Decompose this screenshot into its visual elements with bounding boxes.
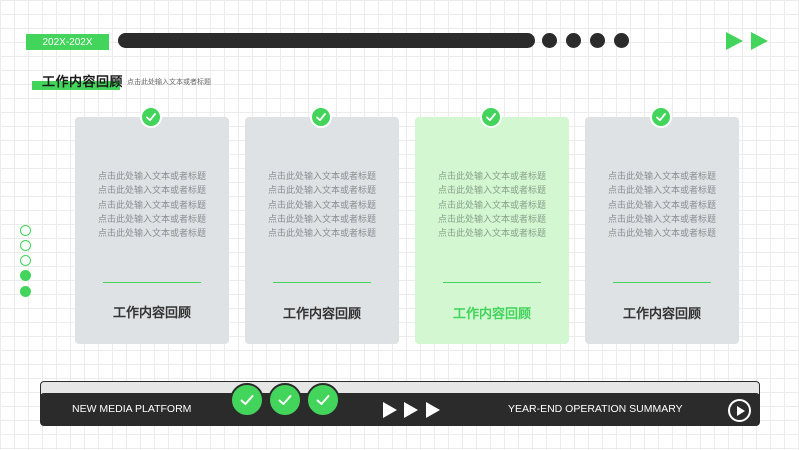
top-dot-icon	[566, 33, 581, 48]
card-divider	[103, 282, 201, 283]
forward-arrow-icon	[726, 32, 743, 50]
card-title: 工作内容回顾	[282, 307, 361, 322]
top-dot-icon	[590, 33, 605, 48]
triangle-arrow-icon	[426, 402, 440, 418]
card-body: 点击此处输入文本或者标题 点击此处输入文本或者标题 点击此处输入文本或者标题 点…	[97, 172, 206, 240]
play-triangle	[737, 405, 745, 416]
check-icon	[230, 383, 264, 417]
section-title: 工作内容回顾	[42, 75, 124, 90]
card-title: 工作内容回顾	[622, 307, 701, 322]
card-body: 点击此处输入文本或者标题 点击此处输入文本或者标题 点击此处输入文本或者标题 点…	[607, 172, 716, 240]
top-progress-bar	[118, 33, 535, 48]
top-dot-icon	[542, 33, 557, 48]
footer-summary-label: YEAR-END OPERATION SUMMARY	[508, 403, 683, 415]
content-card-highlighted: 点击此处输入文本或者标题 点击此处输入文本或者标题 点击此处输入文本或者标题 点…	[415, 117, 569, 344]
check-icon	[480, 106, 502, 128]
play-icon[interactable]	[728, 399, 751, 422]
date-range-tag: 202X-202X	[26, 34, 109, 50]
content-card: 点击此处输入文本或者标题 点击此处输入文本或者标题 点击此处输入文本或者标题 点…	[585, 117, 739, 344]
section-subtitle: 点击此处输入文本或者标题	[127, 78, 211, 86]
side-indicator-icon	[20, 255, 31, 266]
check-icon	[310, 106, 332, 128]
triangle-arrow-icon	[383, 402, 397, 418]
card-divider	[443, 282, 541, 283]
check-icon	[306, 383, 340, 417]
card-title: 工作内容回顾	[452, 307, 531, 322]
card-body: 点击此处输入文本或者标题 点击此处输入文本或者标题 点击此处输入文本或者标题 点…	[437, 172, 546, 240]
card-title: 工作内容回顾	[112, 306, 191, 321]
side-indicator-icon	[20, 270, 31, 281]
check-icon	[650, 106, 672, 128]
card-divider	[613, 282, 711, 283]
forward-arrow-icon	[751, 32, 768, 50]
triangle-arrow-icon	[404, 402, 418, 418]
content-card: 点击此处输入文本或者标题 点击此处输入文本或者标题 点击此处输入文本或者标题 点…	[245, 117, 399, 344]
check-icon	[140, 106, 162, 128]
content-card: 点击此处输入文本或者标题 点击此处输入文本或者标题 点击此处输入文本或者标题 点…	[75, 117, 229, 344]
card-divider	[273, 282, 371, 283]
top-dot-icon	[614, 33, 629, 48]
side-indicator-icon	[20, 225, 31, 236]
card-body: 点击此处输入文本或者标题 点击此处输入文本或者标题 点击此处输入文本或者标题 点…	[267, 172, 376, 240]
check-icon	[268, 383, 302, 417]
side-indicator-icon	[20, 286, 31, 297]
side-indicator-icon	[20, 240, 31, 251]
footer-platform-label: NEW MEDIA PLATFORM	[72, 403, 192, 415]
footer-bar	[40, 393, 760, 426]
title-underline	[32, 81, 120, 90]
